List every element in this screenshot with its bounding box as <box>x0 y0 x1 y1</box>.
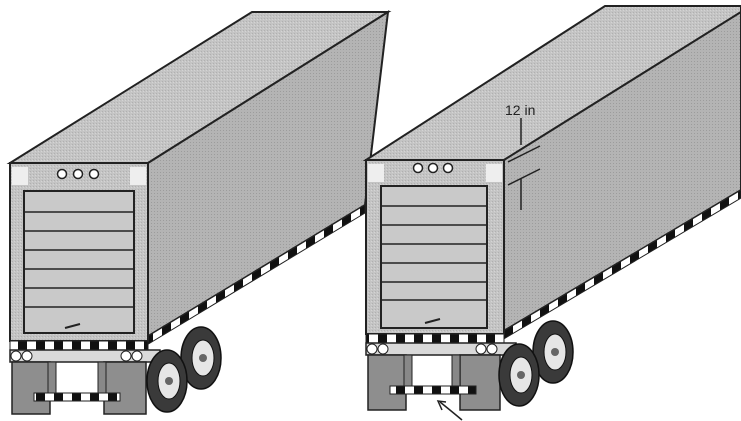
trailer-left-wheel <box>180 326 222 390</box>
trailer-left-rear-sill-tape <box>9 340 149 351</box>
trailer-left-clearance-light <box>72 168 84 180</box>
trailer-right-tail-light <box>377 343 389 355</box>
trailer-right-tail-light <box>366 343 378 355</box>
trailer-right-mud-flap <box>367 354 407 411</box>
trailer-left-mud-flap <box>103 361 147 415</box>
trailer-right-clearance-light <box>427 162 439 174</box>
trailer-left-mud-flap <box>11 361 51 415</box>
trailer-right-rear-corner-marker <box>486 164 502 182</box>
trailer-right-clearance-light <box>442 162 454 174</box>
trailer-right-mud-flap <box>459 354 501 411</box>
trailer-right-rear-corner-marker <box>368 164 384 182</box>
pointer-arrow <box>436 400 463 421</box>
trailer-right-wheel <box>498 343 540 407</box>
trailer-right-wheel <box>532 320 574 384</box>
trailer-left <box>6 10 392 415</box>
trailer-left-tail-light <box>131 350 143 362</box>
trailer-left-rear-door <box>23 190 135 334</box>
trailer-left-tail-light <box>120 350 132 362</box>
trailer-right-tail-light <box>486 343 498 355</box>
trailer-left-clearance-light <box>56 168 68 180</box>
trailer-left-rear-corner-marker <box>130 167 146 185</box>
trailer-right-rear-sill-tape <box>365 333 505 344</box>
trailer-right-clearance-light <box>412 162 424 174</box>
trailer-left-tail-light <box>10 350 22 362</box>
dimension-label: 12 in <box>505 102 535 118</box>
dimension-marker: 12 in <box>505 102 541 210</box>
trailer-right-tail-light <box>475 343 487 355</box>
trailer-left-rear-corner-marker <box>12 167 28 185</box>
trailer-right: 12 in <box>362 5 741 421</box>
trailer-left-underride-guard-bar <box>33 392 121 402</box>
trailer-right-rear-door <box>380 185 488 329</box>
trailer-left-wheel <box>146 349 188 413</box>
trailer-left-tail-light <box>21 350 33 362</box>
trailer-right-underride-guard-bar <box>389 385 477 395</box>
trailer-left-clearance-light <box>88 168 100 180</box>
